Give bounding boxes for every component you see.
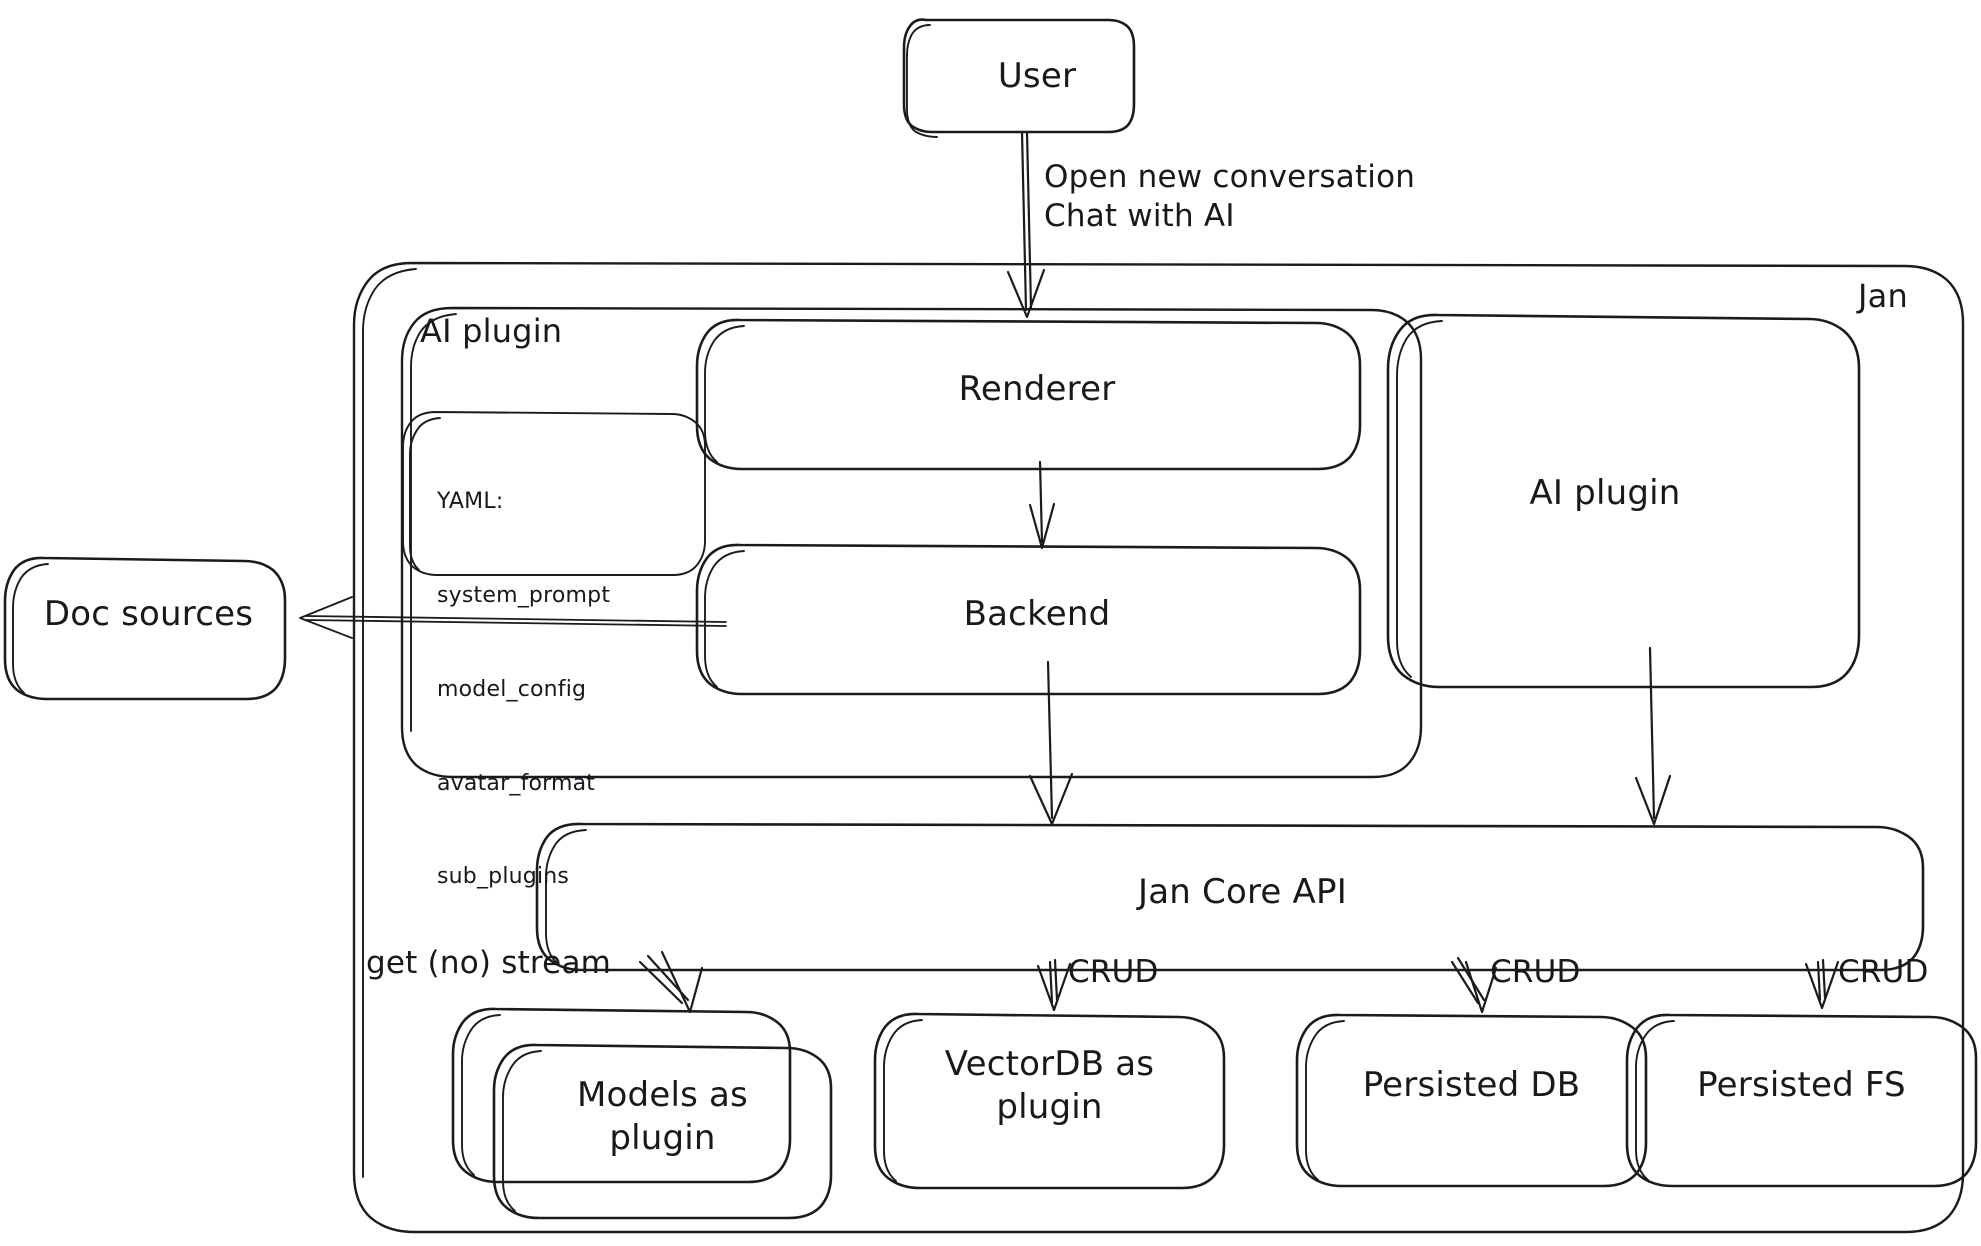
persisted-fs-box-shape — [1625, 1013, 1978, 1188]
models-as-plugin-label: Models as plugin — [577, 1074, 748, 1158]
yaml-key-avatar-format: avatar_format — [437, 770, 596, 796]
arrow-renderer-to-backend — [1028, 460, 1056, 550]
yaml-key-sub-plugins: sub_plugins — [437, 864, 570, 890]
arrow-core-to-persisted-fs — [1804, 958, 1840, 1010]
jan-container-shape — [352, 261, 1965, 1234]
yaml-key-system-prompt: system_prompt — [437, 583, 611, 609]
user-label: User — [997, 55, 1077, 96]
ai-plugin-box-label: AI plugin — [1529, 473, 1681, 514]
edge-label-crud-vectordb: CRUD — [1068, 954, 1159, 990]
doc-sources-box-shape — [3, 556, 287, 701]
renderer-box-shape — [695, 318, 1362, 471]
models-plugin-back-card-shape — [451, 1007, 792, 1184]
jan-group-label: Jan — [1858, 277, 1908, 315]
user-box-shape — [902, 18, 1136, 138]
persisted-db-box-shape — [1295, 1013, 1648, 1188]
doc-sources-label: Doc sources — [43, 594, 254, 635]
vectordb-as-plugin-label: VectorDB as plugin — [944, 1044, 1155, 1127]
renderer-label: Renderer — [958, 369, 1116, 410]
ai-plugin-box-shape — [1386, 313, 1861, 689]
edge-label-get-no-stream: get (no) stream — [366, 945, 612, 981]
models-plugin-front-card-shape — [492, 1043, 833, 1220]
arrow-backend-to-core — [1028, 660, 1074, 826]
arrow-user-to-renderer — [1006, 130, 1046, 319]
persisted-fs-label: Persisted FS — [1697, 1065, 1906, 1106]
yaml-card-shape — [402, 411, 706, 576]
ai-plugin-group-label: AI plugin — [420, 312, 563, 350]
backend-label: Backend — [963, 594, 1111, 635]
yaml-card-text: YAML: system_prompt model_config avatar_… — [437, 424, 610, 955]
jan-core-api-label: Jan Core API — [1138, 872, 1347, 913]
arrow-core-to-vectordb — [1036, 958, 1072, 1012]
edge-label-user-to-renderer: Open new conversation Chat with AI — [1044, 159, 1416, 235]
vectordb-box-shape — [873, 1012, 1226, 1190]
yaml-key-model-config: model_config — [437, 676, 587, 702]
arrow-core-to-models — [638, 950, 704, 1014]
yaml-heading: YAML: — [437, 489, 504, 515]
jan-core-api-box-shape — [535, 822, 1925, 972]
edge-label-crud-persisted-fs: CRUD — [1838, 954, 1929, 990]
ai-plugin-container-shape — [400, 306, 1423, 779]
arrow-core-to-persisted-db — [1450, 956, 1498, 1014]
persisted-db-label: Persisted DB — [1362, 1065, 1581, 1106]
edge-label-crud-persisted-db: CRUD — [1490, 954, 1581, 990]
arrow-backend-to-doc-sources — [299, 596, 727, 639]
backend-box-shape — [695, 543, 1362, 696]
arrow-aiplugin-to-core — [1634, 646, 1672, 826]
